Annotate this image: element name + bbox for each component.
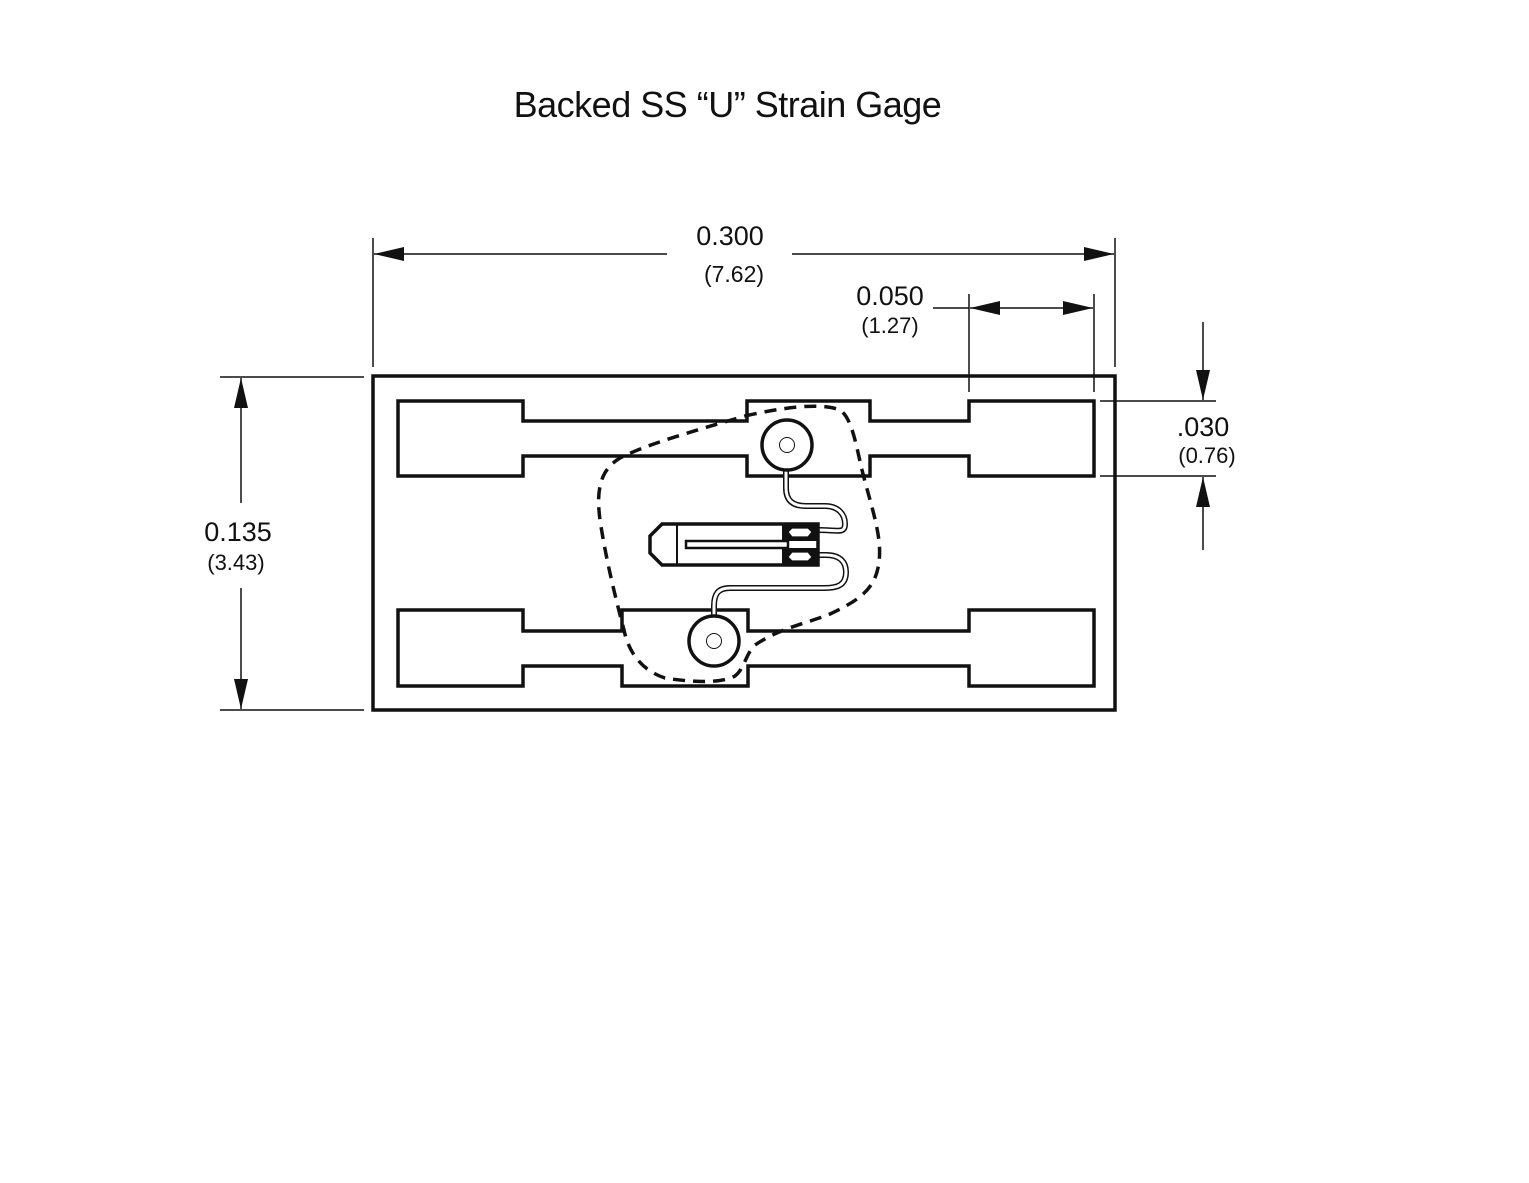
- dimension-overall-length: 0.300 (7.62): [372, 221, 1116, 367]
- outer-backing-rectangle: [371, 374, 1117, 712]
- dimension-label-mm: (3.43): [207, 550, 264, 575]
- top-solder-dot: [760, 418, 814, 472]
- dimension-label-mm: (0.76): [1178, 443, 1235, 468]
- dimension-label-mm: (1.27): [861, 313, 918, 338]
- bottom-solder-dot: [687, 614, 741, 668]
- lower-lead-wire: [711, 552, 850, 618]
- drawing-title: Backed SS “U” Strain Gage: [513, 84, 942, 125]
- dashed-encapsulation-outline: [596, 404, 882, 684]
- dimension-label-mm: (7.62): [704, 261, 764, 287]
- dimension-overall-width: 0.135 (3.43): [204, 376, 364, 711]
- dimension-pad-length: 0.050 (1.27): [856, 281, 1095, 392]
- dimension-label-inch: .030: [1177, 412, 1230, 442]
- dimension-label-inch: 0.300: [696, 221, 764, 251]
- dimension-pad-width: .030 (0.76): [1100, 322, 1236, 550]
- top-pad-strip: [396, 399, 1096, 478]
- bottom-pad-strip: [396, 608, 1096, 688]
- dimension-label-inch: 0.135: [204, 517, 272, 547]
- u-strain-gage-element: [648, 522, 820, 567]
- dimension-label-inch: 0.050: [856, 281, 924, 311]
- upper-lead-wire: [783, 470, 849, 534]
